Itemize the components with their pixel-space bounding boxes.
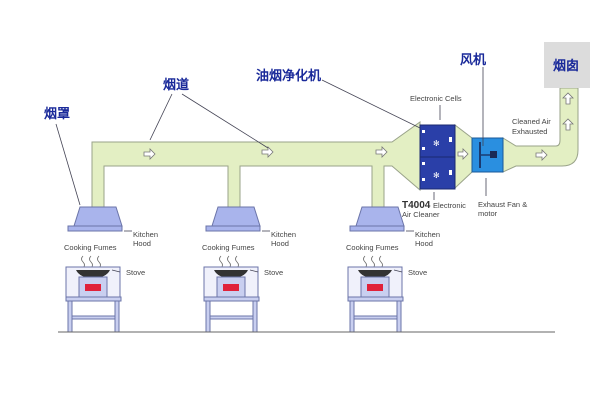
- fire: [367, 284, 383, 291]
- fumes-icon: [219, 255, 239, 269]
- fire: [85, 284, 101, 291]
- hood-rim: [67, 225, 123, 232]
- fumes-icon: [81, 255, 101, 269]
- hood-label: Kitchen: [415, 230, 440, 239]
- table-top: [347, 296, 404, 302]
- table-leg: [114, 300, 120, 333]
- wok: [76, 270, 110, 278]
- duct-system: [91, 87, 579, 208]
- flow-arrow-icon: [143, 148, 156, 160]
- cell-icon: ✻: [433, 139, 440, 148]
- hood-label: Kitchen: [271, 230, 296, 239]
- table-leg: [252, 300, 258, 333]
- hood-label-2: Hood: [271, 239, 289, 248]
- flow-arrow-icon: [375, 146, 388, 158]
- wok: [214, 270, 248, 278]
- fumes-icon: [363, 255, 383, 269]
- cleaner-label-2: Air Cleaner: [402, 210, 440, 219]
- flow-arrow-icon: [562, 92, 574, 105]
- hood-rim: [349, 225, 405, 232]
- table-rail: [209, 315, 254, 320]
- hood-label-2: Hood: [133, 239, 151, 248]
- duct-label: 烟道: [163, 77, 189, 93]
- stove-label: Stove: [126, 268, 145, 277]
- flow-arrows: [143, 92, 574, 161]
- cooking-fumes-label: Cooking Fumes: [202, 243, 255, 252]
- hood-label: 烟罩: [44, 107, 70, 122]
- fan-motor-label-2: motor: [478, 209, 498, 218]
- flow-arrow-icon: [261, 146, 274, 158]
- chimney: [544, 42, 590, 88]
- cooking-fumes-label: Cooking Fumes: [64, 243, 117, 252]
- flow-arrow-icon: [535, 149, 548, 161]
- chimney-label: 烟囱: [553, 58, 579, 74]
- table-rail: [71, 315, 116, 320]
- table-top: [203, 296, 260, 302]
- exhaust-fan: [471, 137, 504, 173]
- fan-label: 风机: [460, 52, 486, 68]
- hood-label: Kitchen: [133, 230, 158, 239]
- table-rail: [353, 315, 398, 320]
- table-leg: [67, 300, 73, 333]
- table-leg: [396, 300, 402, 333]
- wok: [358, 270, 392, 278]
- cell-icon: ✻: [433, 171, 440, 180]
- kitchen-hood: [73, 206, 123, 227]
- cleaned-air-label: Cleaned Air: [512, 117, 551, 126]
- table-leg: [205, 300, 211, 333]
- flow-arrow-icon: [562, 118, 574, 131]
- hood-rim: [205, 225, 261, 232]
- fan-motor-label: Exhaust Fan &: [478, 200, 527, 209]
- cooking-fumes-label: Cooking Fumes: [346, 243, 399, 252]
- electronic-cells-label: Electronic Cells: [410, 94, 462, 103]
- fire: [223, 284, 239, 291]
- hood-label-2: Hood: [415, 239, 433, 248]
- purifier-label: 油烟净化机: [256, 68, 321, 84]
- electronic-air-cleaner: ✻ ✻: [419, 124, 456, 190]
- motor-icon: [490, 151, 497, 158]
- model-label: T4004: [402, 200, 431, 211]
- flow-arrow-icon: [457, 148, 469, 160]
- kitchen-hood: [211, 206, 261, 227]
- cleaner-label: Electronic: [433, 201, 466, 210]
- stove-label: Stove: [408, 268, 427, 277]
- kitchen-hood: [355, 206, 405, 227]
- table-top: [65, 296, 122, 302]
- stove-label: Stove: [264, 268, 283, 277]
- table-leg: [349, 300, 355, 333]
- cleaned-air-label-2: Exhausted: [512, 127, 547, 136]
- main-duct: [91, 121, 421, 208]
